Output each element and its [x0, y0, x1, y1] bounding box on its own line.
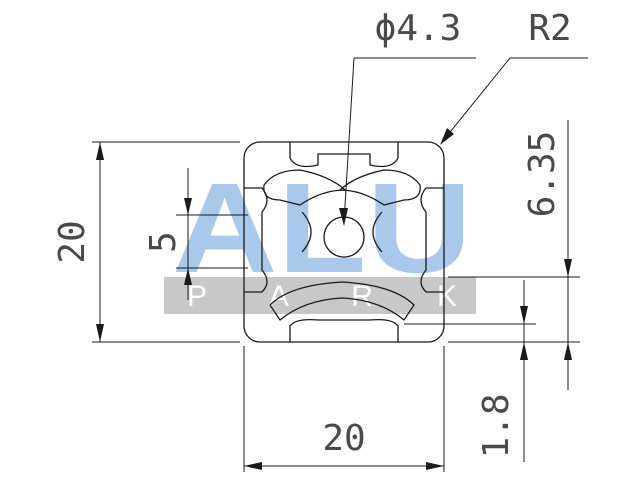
offset-label: 6.35 — [522, 131, 563, 218]
right-slot — [420, 187, 444, 293]
slot-arrow-top — [184, 198, 192, 215]
width-label: 20 — [322, 418, 365, 459]
wall-label: 1.8 — [476, 393, 517, 458]
bottom-slot — [289, 318, 399, 342]
diameter-arrow — [339, 208, 348, 226]
upper-right-cavity — [339, 169, 421, 206]
radius-label: R2 — [528, 8, 571, 49]
diameter-leader-vertical — [343, 57, 355, 223]
diameter-label: ϕ4.3 — [375, 8, 462, 49]
offset-arrow-bottom — [564, 342, 572, 360]
profile-outline — [243, 141, 445, 343]
watermark: ALU P A R K — [164, 157, 476, 314]
core-left — [301, 211, 312, 253]
lower-cavity — [269, 281, 415, 321]
core-right — [372, 211, 383, 253]
slot-arrow-bottom — [184, 268, 192, 285]
dimension-labels: ϕ4.3 R2 20 5 20 6.35 1.8 — [52, 8, 572, 459]
wall-arrow-bottom — [520, 342, 528, 360]
slot-label: 5 — [143, 231, 184, 253]
dimension-lines — [92, 57, 588, 472]
height-arrow-top — [96, 142, 104, 160]
radius-leader-diagonal — [441, 57, 511, 143]
height-arrow-bottom — [96, 324, 104, 342]
width-arrow-left — [244, 462, 262, 470]
profile-outer-edge — [243, 141, 445, 343]
left-slot — [244, 187, 268, 293]
top-slot — [289, 142, 399, 168]
offset-arrow-top — [564, 259, 572, 277]
wall-arrow-top — [520, 306, 528, 324]
radius-arrow — [440, 128, 454, 145]
watermark-band — [164, 277, 476, 314]
height-label: 20 — [52, 220, 93, 263]
width-arrow-right — [426, 462, 444, 470]
